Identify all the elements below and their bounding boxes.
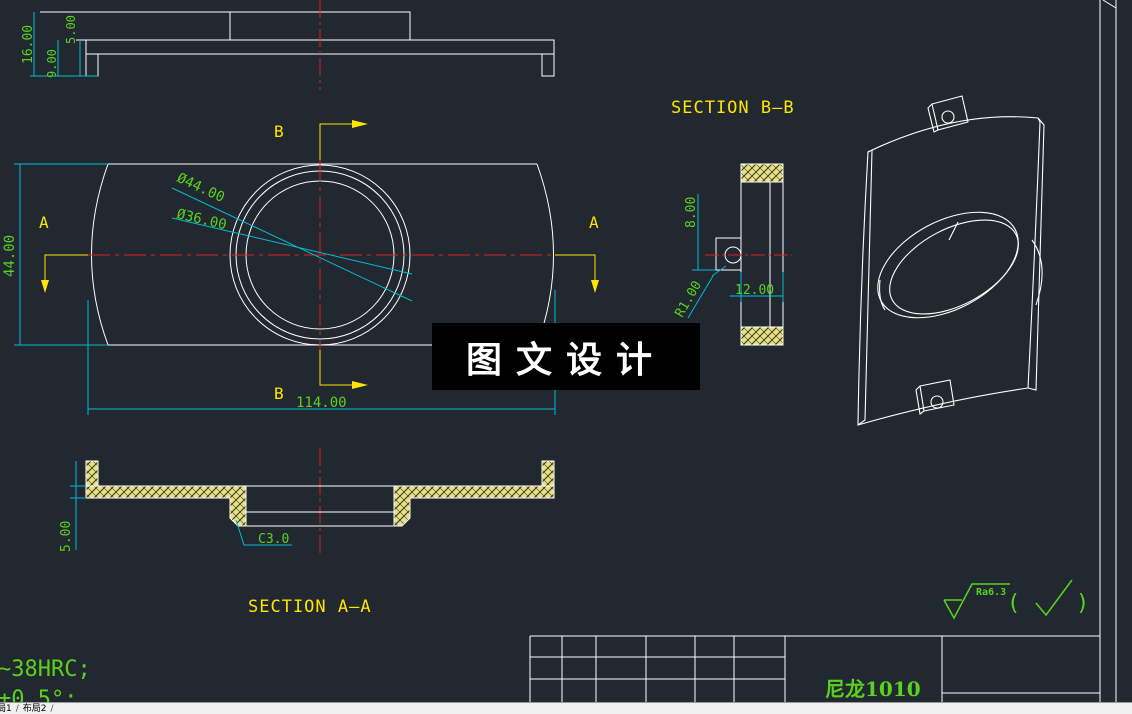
- dim-top-9: 9.00: [45, 49, 59, 78]
- cut-label-b-top: B: [274, 122, 284, 141]
- dim-width-114: 114.00: [296, 395, 347, 411]
- drawing-border: [1099, 0, 1117, 702]
- watermark-label: 图文设计: [432, 323, 700, 390]
- cut-arrows: [41, 120, 599, 389]
- tab-separator: /: [15, 703, 19, 714]
- cut-label-a-left: A: [39, 213, 49, 232]
- dim-bb-8: 8.00: [684, 197, 699, 228]
- centerlines-plan: [88, 160, 555, 350]
- dim-dia-44: Ø44.00: [174, 170, 227, 206]
- section-aa-hatch: [85, 460, 555, 527]
- dim-aa-c3: C3.0: [258, 532, 289, 547]
- plan-dimensions: [14, 163, 556, 415]
- layout-tab-1[interactable]: 局1: [0, 703, 12, 714]
- section-bb-hatch: [740, 163, 784, 346]
- section-bb-geometry: [715, 181, 784, 328]
- section-aa-geometry: [238, 485, 402, 527]
- roughness-paren-close: ): [1076, 591, 1089, 616]
- cut-label-a-right: A: [589, 213, 599, 232]
- title-block-material: 尼龙1010: [825, 677, 921, 701]
- roughness-value: Ra6.3: [976, 587, 1006, 598]
- roughness-paren-open: (: [1007, 591, 1020, 616]
- roughness-symbol-icon: [943, 579, 1073, 620]
- top-view: [40, 11, 555, 77]
- section-bb-dimensions: [687, 194, 784, 319]
- section-bb-title: SECTION B—B: [671, 98, 795, 118]
- note-tolerance: ±0.5°;: [0, 687, 77, 702]
- layout-tab-bar: 局1 / 布局2 /: [0, 702, 1132, 714]
- dim-top-16: 16.00: [21, 25, 36, 64]
- layout-tab-2[interactable]: 布局2: [22, 703, 47, 714]
- dim-aa-5: 5.00: [59, 521, 74, 552]
- note-hardness: ~38HRC;: [0, 657, 91, 682]
- isometric-view: [857, 95, 1045, 426]
- dim-bb-12: 12.00: [735, 283, 774, 298]
- section-aa-dimensions: [70, 461, 292, 550]
- dim-bb-r1: R1.00: [672, 279, 705, 320]
- cut-label-b-bottom: B: [274, 384, 284, 403]
- dim-top-5: 5.00: [64, 15, 78, 44]
- cut-line-a: [44, 123, 596, 386]
- tab-separator: /: [50, 703, 54, 714]
- section-aa-title: SECTION A—A: [248, 597, 372, 617]
- title-block: [529, 635, 1100, 702]
- top-view-dimensions: [30, 12, 98, 77]
- dim-left-44: 44.00: [2, 235, 18, 277]
